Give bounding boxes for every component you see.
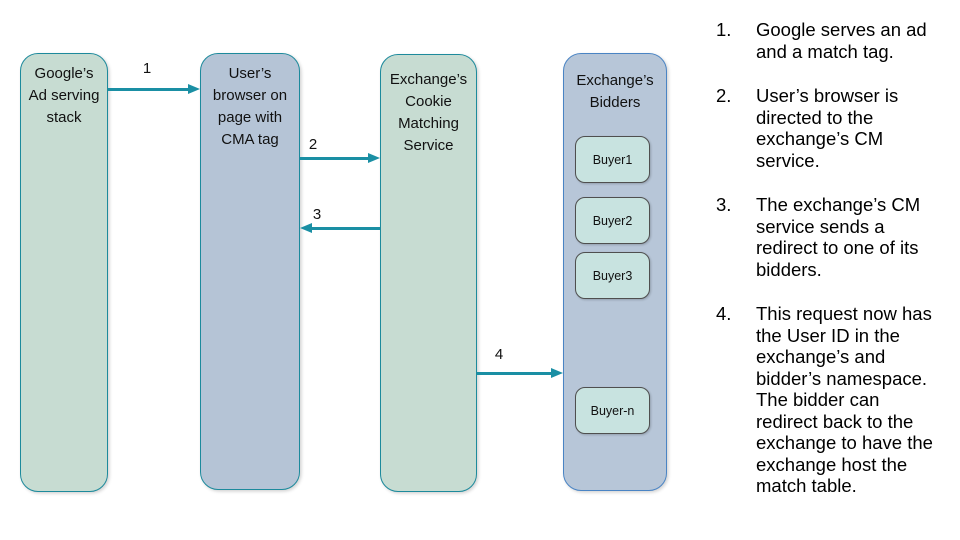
lane-exchanges-bidders: Exchange’s Bidders Buyer1 Buyer2 Buyer3 … (563, 53, 667, 491)
arrow-1-arrowhead (188, 84, 200, 94)
lane-label-googles-ad-serving-stack: Google’s Ad serving stack (28, 65, 100, 126)
step-text-1: Google serves an ad and a match tag. (756, 19, 927, 62)
arrow-2-shaft (300, 156, 368, 160)
arrow-3-arrowhead (300, 223, 312, 233)
buyer-label-1: Buyer1 (592, 152, 633, 167)
step-text-4: This request now has the User ID in the … (756, 303, 933, 496)
arrow-4 (477, 367, 563, 379)
buyer-label-2: Buyer2 (592, 213, 633, 228)
step-number-2: 2. (716, 85, 732, 106)
buyer-box-1: Buyer1 (575, 136, 650, 183)
arrow-label-4: 4 (494, 346, 504, 363)
arrow-label-1: 1 (142, 60, 152, 77)
step-number-1: 1. (716, 19, 732, 40)
lane-label-exchanges-cm-service: Exchange’s Cookie Matching Service (389, 71, 468, 154)
step-number-3: 3. (716, 194, 732, 215)
buyer-box-2: Buyer2 (575, 197, 650, 244)
lane-exchanges-cm-service: Exchange’s Cookie Matching Service (380, 54, 477, 492)
lane-users-browser: User’s browser on page with CMA tag (200, 53, 300, 490)
arrow-1 (108, 83, 200, 95)
arrow-4-shaft (477, 371, 551, 375)
step-text-2: User’s browser is directed to the exchan… (756, 85, 899, 171)
buyer-box-n: Buyer-n (575, 387, 650, 434)
arrow-3-shaft (312, 226, 380, 230)
step-item-3: 3. The exchange’s CM service sends a red… (716, 194, 960, 280)
lane-label-exchanges-bidders: Exchange’s Bidders (576, 72, 654, 111)
buyer-box-3: Buyer3 (575, 252, 650, 299)
step-item-4: 4. This request now has the User ID in t… (716, 303, 960, 497)
arrow-3 (300, 222, 380, 234)
arrow-label-3: 3 (312, 206, 322, 223)
arrow-1-shaft (108, 87, 188, 91)
step-number-4: 4. (716, 303, 732, 324)
buyer-label-n: Buyer-n (590, 403, 635, 418)
arrow-2 (300, 152, 380, 164)
buyer-label-3: Buyer3 (592, 268, 633, 283)
lane-label-users-browser: User’s browser on page with CMA tag (212, 65, 288, 148)
arrow-2-arrowhead (368, 153, 380, 163)
arrow-label-2: 2 (308, 136, 318, 153)
arrow-4-arrowhead (551, 368, 563, 378)
steps-list: 1. Google serves an ad and a match tag. … (716, 19, 960, 520)
step-item-2: 2. User’s browser is directed to the exc… (716, 85, 960, 171)
step-text-3: The exchange’s CM service sends a redire… (756, 194, 921, 280)
lane-googles-ad-serving-stack: Google’s Ad serving stack (20, 53, 108, 492)
step-item-1: 1. Google serves an ad and a match tag. (716, 19, 960, 62)
